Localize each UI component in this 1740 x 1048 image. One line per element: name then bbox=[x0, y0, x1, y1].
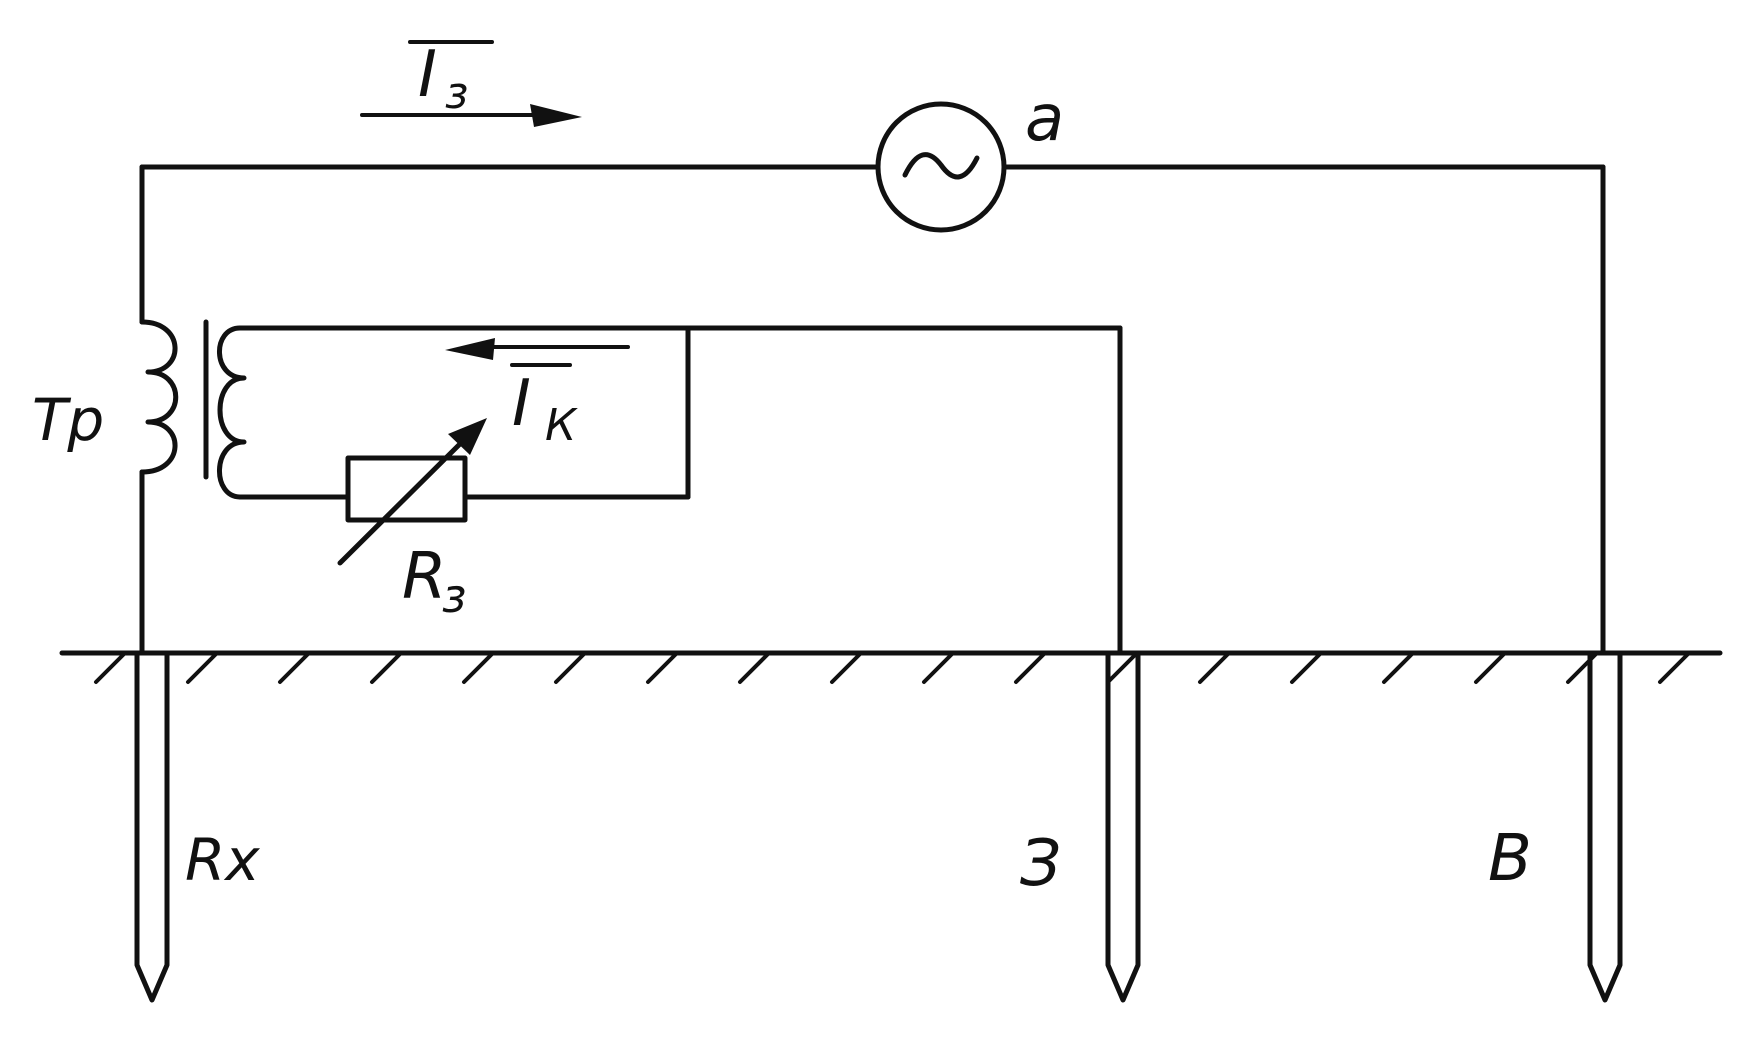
electrodes bbox=[134, 650, 1623, 1003]
top-circuit bbox=[139, 101, 1606, 656]
hatch-mark bbox=[738, 652, 770, 684]
hatch-mark bbox=[554, 652, 586, 684]
transformer bbox=[139, 319, 247, 656]
electrode-v bbox=[1587, 650, 1623, 1003]
hatch-mark bbox=[1198, 652, 1230, 684]
electrode-z bbox=[1105, 650, 1141, 1003]
main-current-label: I bbox=[418, 38, 437, 112]
electrode-v-label: В bbox=[1488, 822, 1532, 896]
hatch-mark bbox=[922, 652, 954, 684]
resistor-arrowhead bbox=[448, 418, 487, 455]
variable-resistor bbox=[337, 418, 487, 566]
generator-symbol bbox=[875, 101, 1007, 233]
hatch-mark bbox=[1290, 652, 1322, 684]
hatch-mark bbox=[278, 652, 310, 684]
hatch-mark bbox=[1474, 652, 1506, 684]
primary-winding bbox=[139, 319, 179, 475]
resistor-subscript: з bbox=[442, 569, 466, 623]
current-arrows bbox=[360, 104, 630, 360]
generator-circle bbox=[875, 101, 1007, 233]
hatch-mark bbox=[1014, 652, 1046, 684]
compensation-loop bbox=[237, 325, 1123, 656]
ground bbox=[59, 650, 1723, 684]
resistor-adjust-arrow bbox=[337, 429, 475, 566]
resistor-label: R bbox=[402, 540, 446, 614]
hatch-mark bbox=[1658, 652, 1690, 684]
hatch-mark bbox=[370, 652, 402, 684]
electrode-z-label: З bbox=[1020, 827, 1061, 901]
hatch-mark bbox=[1106, 652, 1138, 684]
main-current-subscript: з bbox=[445, 68, 468, 119]
main-current-arrowhead bbox=[530, 104, 582, 127]
comp-current-subscript: К bbox=[545, 400, 578, 451]
comp-current-label: I bbox=[512, 367, 531, 441]
hatch-mark bbox=[646, 652, 678, 684]
labels: I з a Тр I К R з Rx З В bbox=[32, 38, 1532, 901]
generator-label: a bbox=[1025, 82, 1064, 156]
hatch-mark bbox=[462, 652, 494, 684]
electrode-rx bbox=[134, 650, 170, 1003]
hatch-mark bbox=[94, 652, 126, 684]
electrode-rx-label: Rx bbox=[185, 826, 260, 894]
hatch-mark bbox=[830, 652, 862, 684]
resistor-body bbox=[345, 455, 468, 523]
transformer-label: Тр bbox=[32, 386, 104, 454]
hatch-mark bbox=[1382, 652, 1414, 684]
secondary-winding bbox=[217, 325, 247, 500]
comp-current-arrowhead bbox=[445, 338, 495, 360]
ground-hatching bbox=[94, 652, 1690, 684]
hatch-mark bbox=[186, 652, 218, 684]
sine-icon bbox=[902, 152, 980, 180]
